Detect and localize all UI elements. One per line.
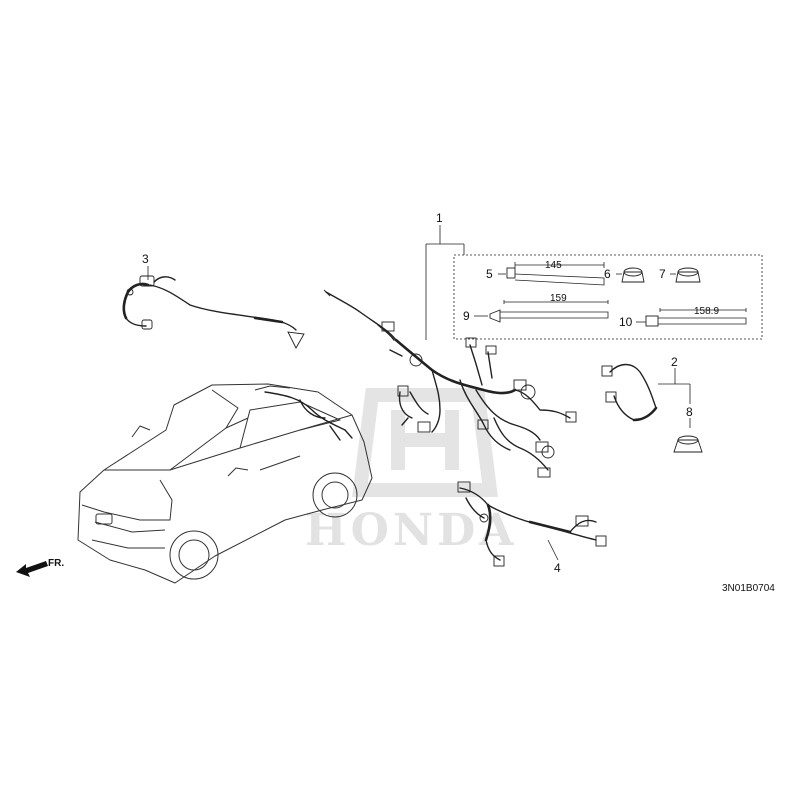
dimension-159: 159 — [550, 293, 567, 304]
callout-1: 1 — [436, 211, 443, 225]
parts-inset-box — [453, 254, 763, 340]
callout-9: 9 — [463, 309, 470, 323]
vehicle-outline — [77, 383, 373, 584]
dimension-labels: 145 159 158.9 — [545, 260, 719, 317]
callout-10: 10 — [619, 315, 633, 329]
honda-logo-icon — [352, 388, 498, 497]
leader-lines — [147, 225, 691, 561]
callout-7: 7 — [659, 267, 666, 281]
dimension-145: 145 — [545, 260, 562, 271]
callout-3: 3 — [142, 252, 149, 266]
grommet-part-8 — [673, 435, 703, 453]
callout-8: 8 — [686, 405, 693, 419]
harness-part-2 — [601, 363, 658, 422]
honda-watermark: HONDA — [305, 388, 517, 556]
harness-part-3 — [122, 275, 305, 349]
front-direction-indicator: FR. — [16, 558, 64, 577]
callout-4: 4 — [554, 561, 561, 575]
callout-6: 6 — [604, 267, 611, 281]
callout-5: 5 — [486, 267, 493, 281]
callout-labels: 1 2 3 4 5 6 7 8 9 10 — [142, 211, 693, 575]
diagram-code: 3N01B0704 — [722, 583, 775, 594]
dimension-158-9: 158.9 — [694, 306, 719, 317]
front-arrow-icon — [16, 561, 48, 577]
harness-part-4 — [457, 481, 607, 567]
harness-part-1 — [323, 289, 577, 478]
watermark-text: HONDA — [305, 505, 517, 556]
callout-2: 2 — [671, 355, 678, 369]
front-label: FR. — [48, 558, 64, 569]
